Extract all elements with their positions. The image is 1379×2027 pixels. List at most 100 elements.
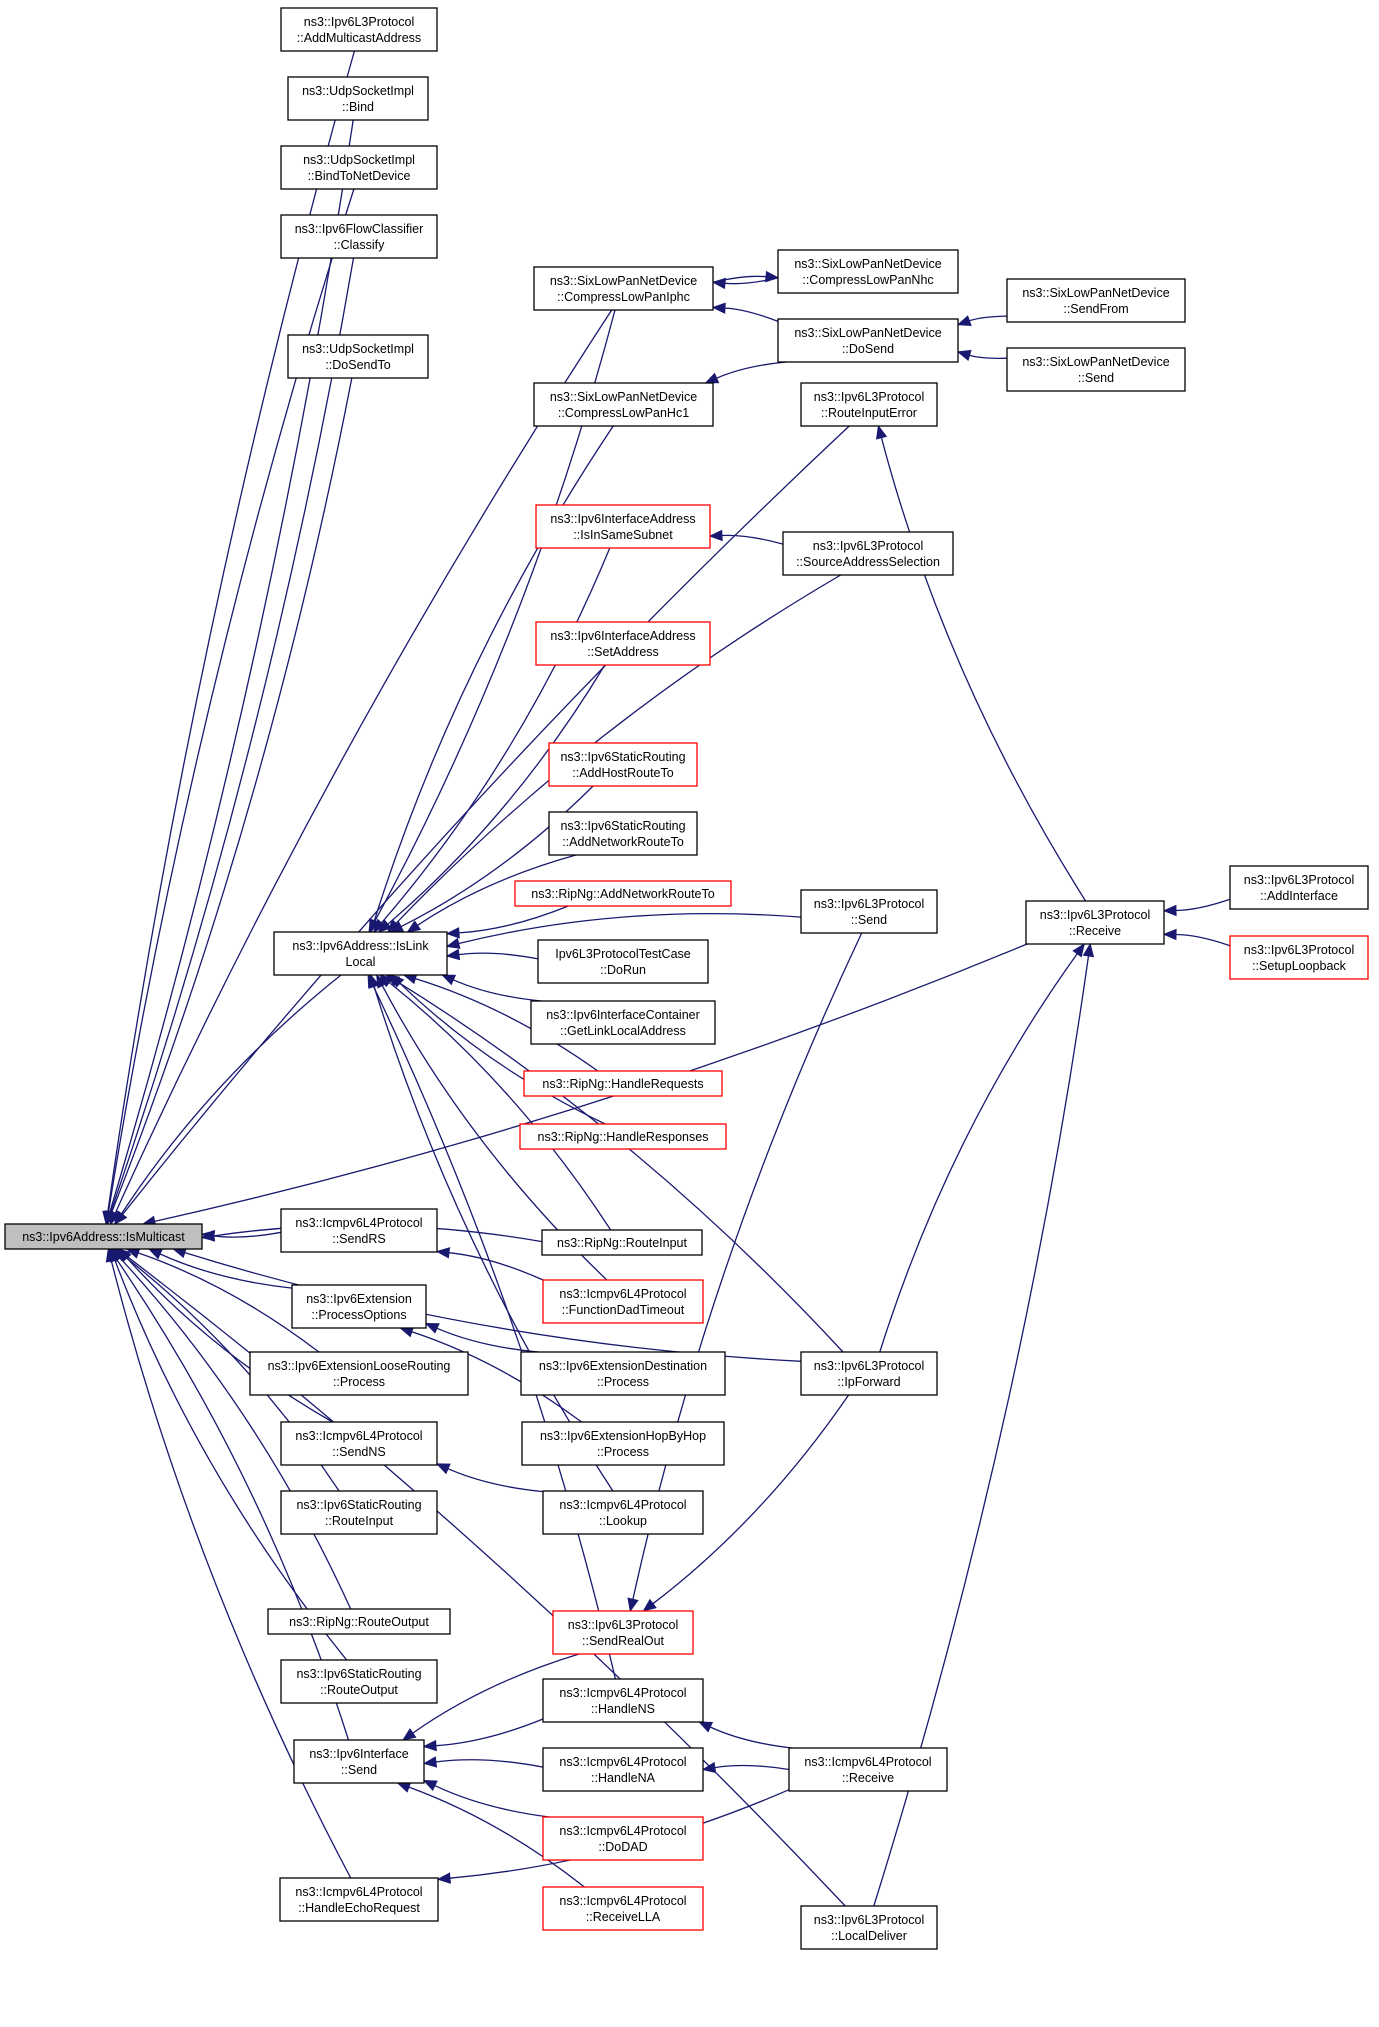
- node-box: [542, 1816, 704, 1861]
- arrowhead-n34-to-n40: [642, 1598, 657, 1612]
- graph-node-n4[interactable]: ns3::Ipv6FlowClassifier::Classify: [280, 214, 438, 259]
- graph-node-n26[interactable]: ns3::RipNg::HandleRequests: [523, 1070, 723, 1097]
- node-label-line: ns3::SixLowPanNetDevice: [550, 274, 697, 288]
- graph-node-n3[interactable]: ns3::UdpSocketImpl::BindToNetDevice: [280, 145, 438, 190]
- graph-node-n21[interactable]: ns3::Ipv6L3Protocol::AddInterface: [1229, 865, 1369, 910]
- node-label-line: ::SendRS: [332, 1232, 386, 1246]
- graph-node-n27[interactable]: ns3::RipNg::HandleResponses: [519, 1123, 727, 1150]
- graph-node-n42[interactable]: ns3::Icmpv6L4Protocol::HandleNS: [542, 1678, 704, 1723]
- graph-node-n29[interactable]: ns3::RipNg::RouteInput: [541, 1229, 703, 1256]
- edge-n48-to-n43: [408, 1786, 585, 1888]
- edge-n34-to-n20: [879, 953, 1078, 1353]
- graph-node-n38[interactable]: ns3::Icmpv6L4Protocol::Lookup: [542, 1490, 704, 1535]
- graph-node-n39[interactable]: ns3::RipNg::RouteOutput: [267, 1608, 451, 1635]
- node-label-line: ns3::SixLowPanNetDevice: [794, 257, 941, 271]
- graph-node-n22[interactable]: ns3::Ipv6L3Protocol::SetupLoopback: [1229, 935, 1369, 980]
- graph-node-n30[interactable]: ns3::Ipv6Extension::ProcessOptions: [291, 1284, 427, 1329]
- node-label-line: Ipv6L3ProtocolTestCase: [555, 947, 691, 961]
- graph-node-n32[interactable]: ns3::Ipv6ExtensionLooseRouting::Process: [249, 1351, 469, 1396]
- node-label-line: ::CompressLowPanNhc: [802, 273, 933, 287]
- graph-node-n36[interactable]: ns3::Ipv6ExtensionHopByHop::Process: [521, 1421, 725, 1466]
- node-label-line: ns3::Ipv6L3Protocol: [1040, 908, 1151, 922]
- node-label-line: ns3::Ipv6StaticRouting: [560, 750, 685, 764]
- graph-node-n49[interactable]: ns3::Ipv6L3Protocol::LocalDeliver: [800, 1905, 938, 1950]
- graph-node-n5[interactable]: ns3::SixLowPanNetDevice::CompressLowPanI…: [533, 266, 714, 311]
- node-label-line: ns3::Ipv6ExtensionLooseRouting: [268, 1359, 451, 1373]
- node-box: [542, 1678, 704, 1723]
- graph-node-n34[interactable]: ns3::Ipv6L3Protocol::IpForward: [800, 1351, 938, 1396]
- edge-n16-to-n23: [400, 785, 594, 928]
- graph-node-n15[interactable]: ns3::Ipv6InterfaceAddress::SetAddress: [535, 621, 711, 666]
- graph-node-n2[interactable]: ns3::UdpSocketImpl::Bind: [287, 76, 429, 121]
- edge-n8-to-n11: [716, 361, 786, 379]
- node-label-line: ::CompressLowPanHc1: [558, 406, 689, 420]
- graph-node-n31[interactable]: ns3::Icmpv6L4Protocol::FunctionDadTimeou…: [542, 1279, 704, 1324]
- graph-node-n43[interactable]: ns3::Ipv6Interface::Send: [293, 1739, 425, 1784]
- graph-node-n16[interactable]: ns3::Ipv6StaticRouting::AddHostRouteTo: [548, 742, 698, 787]
- node-box: [280, 1659, 438, 1704]
- graph-node-n14[interactable]: ns3::Ipv6L3Protocol::SourceAddressSelect…: [782, 531, 954, 576]
- graph-node-n40[interactable]: ns3::Ipv6L3Protocol::SendRealOut: [552, 1610, 694, 1655]
- node-label-line: ::AddInterface: [1260, 889, 1338, 903]
- graph-node-n24[interactable]: Ipv6L3ProtocolTestCase::DoRun: [537, 939, 709, 984]
- node-box: [267, 1608, 451, 1635]
- graph-node-n20[interactable]: ns3::Ipv6L3Protocol::Receive: [1025, 900, 1165, 945]
- graph-node-n25[interactable]: ns3::Ipv6InterfaceContainer::GetLinkLoca…: [530, 1000, 716, 1045]
- edge-n34-to-n23: [396, 980, 844, 1353]
- graph-node-n10[interactable]: ns3::SixLowPanNetDevice::Send: [1006, 347, 1186, 392]
- graph-node-n48[interactable]: ns3::Icmpv6L4Protocol::ReceiveLLA: [542, 1886, 704, 1931]
- node-label-line: ns3::Icmpv6L4Protocol: [559, 1287, 686, 1301]
- node-box: [777, 318, 959, 363]
- arrowhead-n49-to-n20: [1082, 942, 1095, 958]
- graph-node-n41[interactable]: ns3::Ipv6StaticRouting::RouteOutput: [280, 1659, 438, 1704]
- node-box: [1229, 865, 1369, 910]
- graph-node-n19[interactable]: ns3::Ipv6L3Protocol::Send: [800, 889, 938, 934]
- graph-node-n11[interactable]: ns3::SixLowPanNetDevice::CompressLowPanH…: [533, 382, 714, 427]
- node-box: [537, 939, 709, 984]
- graph-node-n47[interactable]: ns3::Icmpv6L4Protocol::HandleEchoRequest: [279, 1877, 439, 1922]
- arrowhead-n17-to-n23: [406, 920, 422, 933]
- edge-n44-to-n43: [435, 1759, 544, 1768]
- graph-node-n46[interactable]: ns3::Icmpv6L4Protocol::DoDAD: [542, 1816, 704, 1861]
- graph-node-n44[interactable]: ns3::Icmpv6L4Protocol::HandleNA: [542, 1747, 704, 1792]
- graph-node-n9[interactable]: ns3::SixLowPanNetDevice::SendFrom: [1006, 278, 1186, 323]
- graph-node-n12[interactable]: ns3::Ipv6L3Protocol::RouteInputError: [800, 382, 938, 427]
- graph-node-n13[interactable]: ns3::Ipv6InterfaceAddress::IsInSameSubne…: [535, 504, 711, 549]
- arrowhead-n10-to-n8: [956, 349, 972, 361]
- edge-n21-to-n20: [1175, 898, 1231, 912]
- node-label-line: ns3::Ipv6InterfaceAddress: [550, 629, 695, 643]
- arrowhead-n47-to-n0: [105, 1247, 117, 1263]
- node-box: [541, 1229, 703, 1256]
- arrowhead-n34-to-n23: [385, 974, 401, 987]
- arrowhead-n8-to-n11: [704, 372, 720, 384]
- graph-node-n1[interactable]: ns3::Ipv6L3Protocol::AddMulticastAddress: [280, 7, 438, 52]
- node-label-line: ::SetupLoopback: [1252, 959, 1347, 973]
- node-box: [4, 1223, 203, 1250]
- graph-node-n28[interactable]: ns3::Icmpv6L4Protocol::SendRS: [280, 1208, 438, 1253]
- graph-node-n37[interactable]: ns3::Ipv6StaticRouting::RouteInput: [280, 1490, 438, 1535]
- graph-node-n8[interactable]: ns3::SixLowPanNetDevice::DoSend: [777, 318, 959, 363]
- edge-n30-to-n0: [159, 1253, 293, 1289]
- graph-node-n7[interactable]: ns3::UdpSocketImpl::DoSendTo: [287, 334, 429, 379]
- node-label-line: ns3::Ipv6L3Protocol: [814, 1359, 925, 1373]
- graph-node-n18[interactable]: ns3::RipNg::AddNetworkRouteTo: [514, 880, 732, 907]
- node-label-line: ::DoSendTo: [325, 358, 390, 372]
- node-box: [535, 504, 711, 549]
- edge-n17-to-n23: [417, 854, 577, 926]
- node-box: [287, 76, 429, 121]
- graph-node-n45[interactable]: ns3::Icmpv6L4Protocol::Receive: [788, 1747, 948, 1792]
- graph-node-n17[interactable]: ns3::Ipv6StaticRouting::AddNetworkRouteT…: [548, 811, 698, 856]
- node-box: [542, 1279, 704, 1324]
- edge-n20-to-n0: [154, 943, 1028, 1223]
- arrowhead-n21-to-n20: [1162, 904, 1177, 917]
- arrowhead-n5-to-n6: [765, 270, 780, 283]
- arrowhead-n40-to-n43: [401, 1728, 417, 1741]
- node-box: [542, 1747, 704, 1792]
- node-box: [280, 1421, 438, 1466]
- graph-node-n35[interactable]: ns3::Icmpv6L4Protocol::SendNS: [280, 1421, 438, 1466]
- node-box: [519, 1123, 727, 1150]
- graph-node-n0[interactable]: ns3::Ipv6Address::IsMulticast: [4, 1223, 203, 1250]
- graph-node-n33[interactable]: ns3::Ipv6ExtensionDestination::Process: [520, 1351, 726, 1396]
- graph-node-n6[interactable]: ns3::SixLowPanNetDevice::CompressLowPanN…: [777, 249, 959, 294]
